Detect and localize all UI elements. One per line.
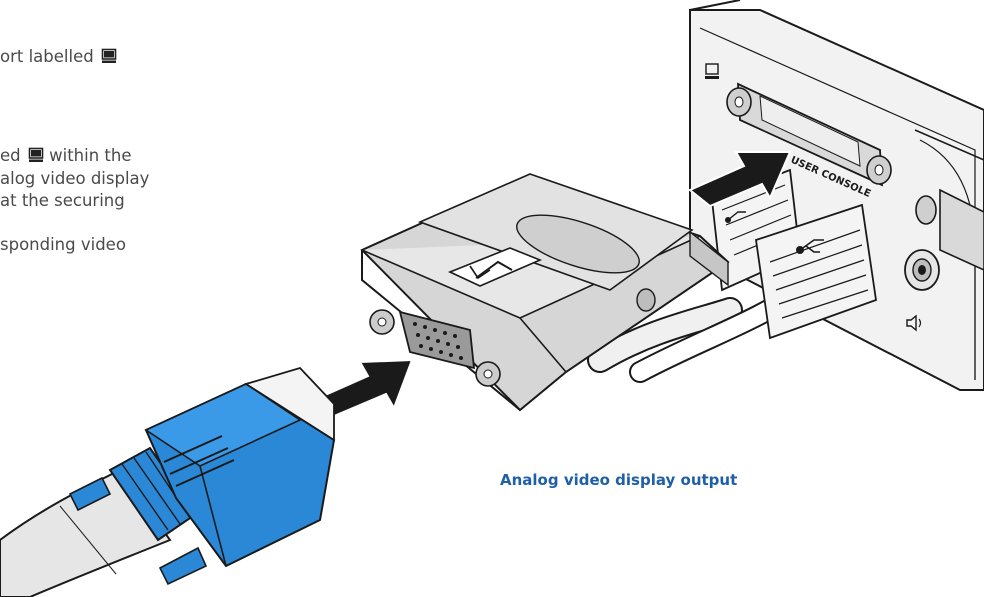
monitor-icon bbox=[28, 147, 44, 162]
monitor-icon bbox=[101, 48, 117, 63]
usb-icon bbox=[796, 239, 824, 254]
text-line-4: at the securing bbox=[0, 191, 125, 210]
speaker-icon bbox=[906, 314, 922, 332]
vga-connector bbox=[0, 366, 336, 597]
device-back-panel: USER CONSOLE bbox=[689, 0, 984, 391]
figure-caption: Analog video display output bbox=[500, 471, 738, 489]
monitor-icon bbox=[705, 63, 719, 79]
usb-icon bbox=[725, 211, 746, 223]
text-line-1: ort labelled bbox=[0, 46, 117, 68]
text-line-5: sponding video bbox=[0, 235, 126, 254]
text-line-3: alog video display bbox=[0, 169, 150, 188]
dvi-vga-adapter bbox=[360, 173, 730, 412]
dvi-port bbox=[726, 82, 892, 187]
insert-arrow-lower bbox=[312, 358, 414, 418]
dvi-port-right bbox=[915, 188, 984, 271]
instruction-text: y ort labelled ed within the alog video … bbox=[0, 0, 330, 300]
insert-arrow-upper bbox=[688, 151, 792, 208]
text-line-clipped: y bbox=[0, 0, 10, 6]
text-line-2: ed within the bbox=[0, 146, 132, 165]
usb-cables bbox=[587, 168, 877, 383]
audio-jack bbox=[904, 249, 940, 291]
